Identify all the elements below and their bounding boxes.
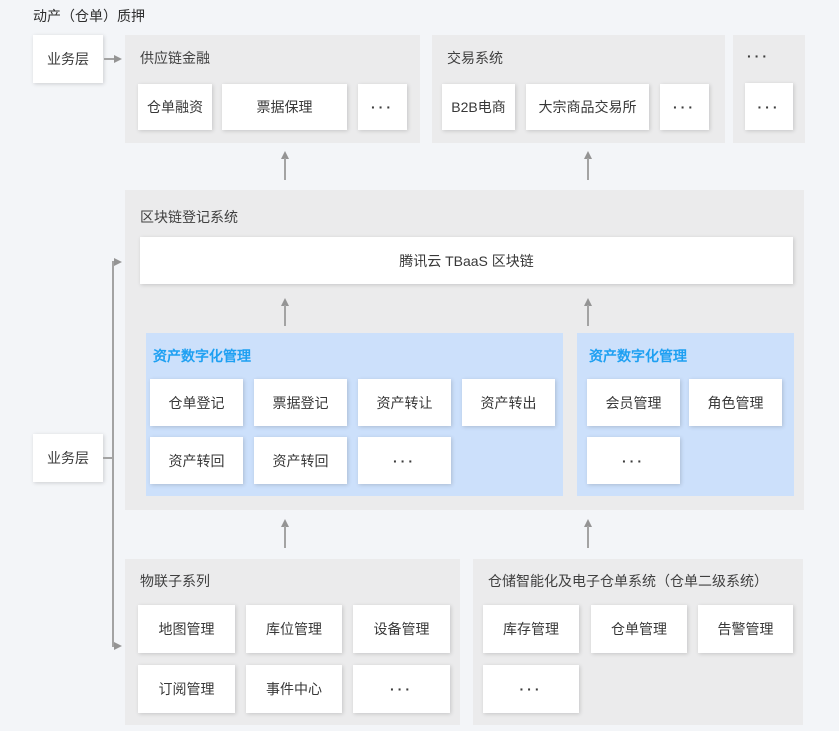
more-modules-box: ··· [353, 665, 450, 713]
blue-panel-title: 资产数字化管理 [153, 348, 251, 364]
module-box: 订阅管理 [138, 665, 235, 713]
more-modules-box: ··· [660, 84, 709, 130]
module-box: 资产转回 [150, 437, 243, 484]
panel-warehouse-intelligence: 仓储智能化及电子仓单系统（仓单二级系统） 库存管理 仓单管理 告警管理 ··· [473, 559, 803, 725]
blue-panel-title: 资产数字化管理 [589, 348, 687, 364]
panel-title: 物联子系列 [140, 573, 210, 589]
arrow-up-icon [582, 298, 594, 326]
panel-blockchain-registration: 区块链登记系统 腾讯云 TBaaS 区块链 资产数字化管理 仓单登记 票据登记 … [125, 190, 804, 510]
module-box: 资产转回 [254, 437, 347, 484]
more-modules-box: ··· [745, 83, 793, 130]
module-box: B2B电商 [442, 84, 515, 130]
module-box: 设备管理 [353, 605, 450, 653]
module-box: 票据登记 [254, 379, 347, 426]
arrow-up-icon [279, 151, 291, 180]
module-box: 资产转出 [462, 379, 555, 426]
panel-iot-subsystem: 物联子系列 地图管理 库位管理 设备管理 订阅管理 事件中心 ··· [125, 559, 460, 725]
module-box: 会员管理 [587, 379, 680, 426]
panel-asset-digitization-right: 资产数字化管理 会员管理 角色管理 ··· [577, 333, 794, 496]
module-box: 资产转让 [358, 379, 451, 426]
arrow-right-icon [114, 54, 122, 63]
module-box: 角色管理 [689, 379, 782, 426]
arrow-right-icon [114, 257, 122, 266]
panel-title: 交易系统 [447, 50, 503, 66]
page-title: 动产（仓单）质押 [33, 8, 145, 24]
panel-title: 供应链金融 [140, 50, 210, 66]
panel-supply-chain-finance: 供应链金融 仓单融资 票据保理 ··· [125, 35, 420, 143]
arrow-up-icon [279, 519, 291, 548]
panel-more-systems: ··· ··· [733, 35, 805, 143]
business-layer-label-left: 业务层 [33, 434, 103, 482]
module-box: 大宗商品交易所 [526, 84, 649, 130]
panel-trading-system: 交易系统 B2B电商 大宗商品交易所 ··· [432, 35, 725, 143]
module-box: 事件中心 [246, 665, 342, 713]
module-box: 告警管理 [698, 605, 793, 653]
module-box: 仓单管理 [591, 605, 687, 653]
module-box: 库存管理 [483, 605, 579, 653]
more-modules-box: ··· [587, 437, 680, 484]
connector-line [112, 261, 114, 647]
panel-title: 仓储智能化及电子仓单系统（仓单二级系统） [488, 573, 768, 589]
module-box: 票据保理 [222, 84, 347, 130]
tbaas-blockchain-bar: 腾讯云 TBaaS 区块链 [140, 237, 793, 284]
arrow-right-icon [114, 641, 122, 650]
module-box: 仓单登记 [150, 379, 243, 426]
module-box: 库位管理 [246, 605, 342, 653]
arrow-stem [104, 58, 115, 60]
module-box: 地图管理 [138, 605, 235, 653]
business-layer-label-top: 业务层 [33, 35, 103, 83]
arrow-up-icon [279, 298, 291, 326]
panel-asset-digitization-left: 资产数字化管理 仓单登记 票据登记 资产转让 资产转出 资产转回 资产转回 ··… [146, 333, 563, 496]
arrow-up-icon [582, 151, 594, 180]
panel-title: ··· [747, 48, 770, 64]
connector-line [103, 457, 113, 459]
more-modules-box: ··· [358, 437, 451, 484]
panel-title: 区块链登记系统 [140, 209, 238, 225]
arrow-up-icon [582, 519, 594, 548]
more-modules-box: ··· [483, 665, 579, 713]
more-modules-box: ··· [358, 84, 407, 130]
module-box: 仓单融资 [138, 84, 212, 130]
